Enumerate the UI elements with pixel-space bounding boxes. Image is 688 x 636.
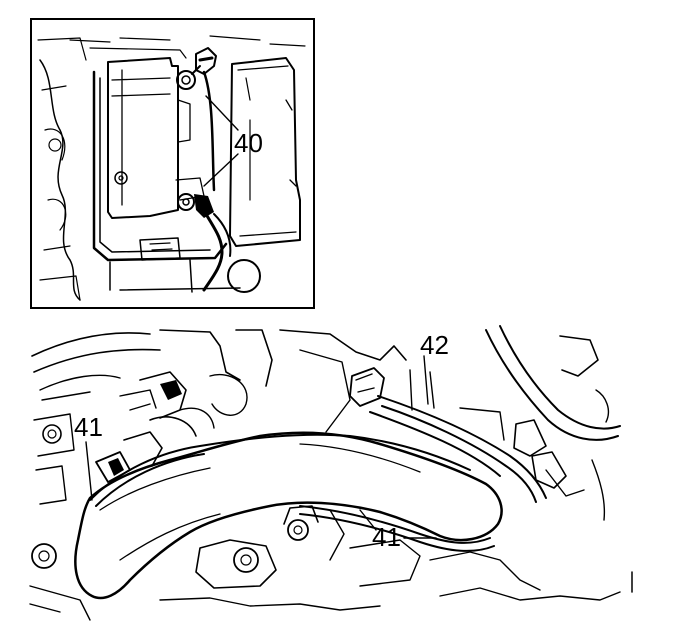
- battery-inset-panel: 40: [30, 18, 315, 309]
- callout-40: 40: [234, 128, 263, 158]
- callout-41-left: 41: [74, 412, 103, 442]
- inset-frame: [30, 18, 315, 309]
- battery-positive-terminal: [176, 47, 217, 90]
- round-reservoir: [227, 259, 261, 293]
- intake-hose: [74, 431, 503, 600]
- battery-negative-terminal: [177, 193, 214, 218]
- fuse-box: [229, 57, 301, 247]
- callout-41-center: 41: [372, 522, 401, 552]
- engine-bay-view: 41 42 41: [29, 325, 633, 621]
- battery-tray: [92, 70, 228, 262]
- callout-42: 42: [420, 330, 449, 360]
- battery-vent-plug: [114, 171, 128, 185]
- battery: [107, 57, 179, 219]
